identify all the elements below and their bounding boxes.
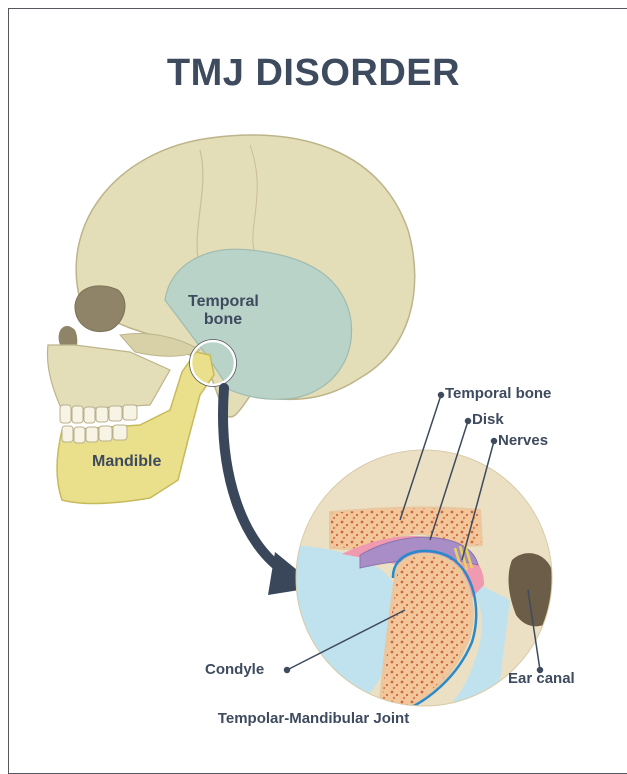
label-disk: Disk — [472, 411, 504, 428]
label-nerves: Nerves — [498, 432, 548, 449]
label-ear-canal: Ear canal — [508, 670, 575, 687]
label-condyle: Condyle — [205, 661, 264, 678]
eye-socket — [75, 286, 125, 332]
lower-teeth — [62, 425, 127, 443]
label-temporal-bone: Temporal bone — [445, 385, 551, 402]
figure-caption: Tempolar-Mandibular Joint — [0, 710, 627, 727]
label-mandible: Mandible — [92, 453, 161, 470]
label-temporal-bone-skull: Temporal bone — [188, 293, 258, 329]
